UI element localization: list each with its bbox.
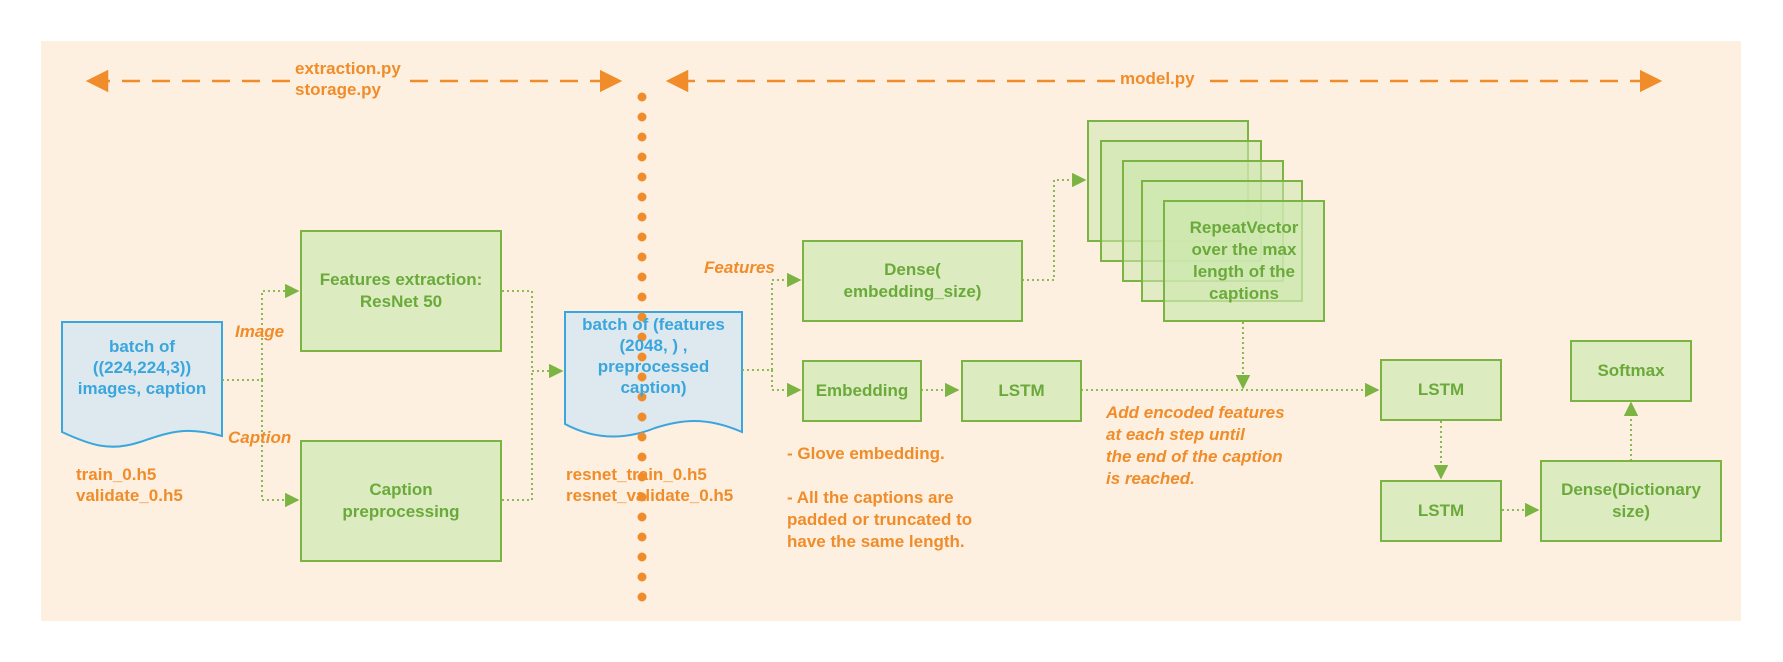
input-document-shape [61,321,223,448]
lstm-box-1: LSTM [961,360,1082,422]
encoded-features-note: Add encoded features at each step until … [1106,403,1285,488]
features-extraction-box: Features extraction: ResNet 50 [300,230,502,352]
input-document-label: batch of ((224,224,3)) images, caption [77,337,207,398]
softmax-box: Softmax [1570,340,1692,402]
batch-files: resnet_train_0.h5 resnet_validate_0.h5 [566,465,734,505]
connector-features-batch [502,290,564,379]
connector-input-split [222,283,300,381]
right-stage-file: model.py [1120,69,1195,88]
connector-batch-embedding [771,370,802,398]
dense-dictionary-box: Dense(Dictionary size) [1540,460,1722,542]
repeat-vector-box: RepeatVector over the max length of the … [1163,200,1325,322]
connector-dense-repeat [1022,172,1087,281]
batch-document-shape [564,311,743,438]
connector-caption-batch [502,371,533,501]
left-stage-files: extraction.py storage.py [295,59,401,99]
caption-preprocessing-box: Caption preprocessing [300,440,502,562]
branch-label-image: Image [235,322,285,341]
branch-label-caption: Caption [228,428,292,447]
lstm-box-3: LSTM [1380,480,1502,542]
branch-label-features: Features [704,258,775,277]
input-files: train_0.h5 validate_0.h5 [76,465,183,505]
embedding-box: Embedding [802,360,922,422]
connector-input-caption [261,380,300,508]
lstm-box-2: LSTM [1380,359,1502,421]
embedding-note: - Glove embedding. - All the captions ar… [787,444,973,551]
batch-document-label: batch of (features (2048, ) , preprocess… [582,315,725,397]
dense-embedding-box: Dense( embedding_size) [802,240,1023,322]
connector-batch-dense [742,272,802,371]
